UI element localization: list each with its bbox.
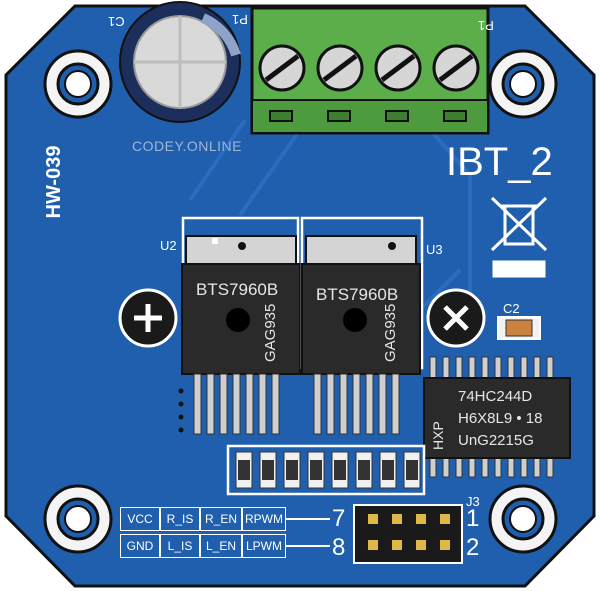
- pin-label-lpwm: LPWM: [242, 534, 286, 558]
- mount-hole-icon: [43, 484, 113, 554]
- pin-label-r-is: R_IS: [160, 507, 200, 531]
- pin-header-icon: [353, 504, 463, 564]
- mount-hole-icon: [488, 49, 558, 119]
- capacitor-c2-icon: [497, 316, 541, 340]
- mount-hole-icon: [488, 484, 558, 554]
- u3-designator: U3: [426, 242, 443, 257]
- capacitor-c1-icon: [119, 1, 241, 123]
- c2-designator: C2: [503, 301, 520, 316]
- p1-designator: P1: [232, 12, 248, 27]
- c1-designator: C1: [108, 14, 125, 29]
- pin-label-l-is: L_IS: [160, 534, 200, 558]
- u3-code-label: GAG935: [382, 303, 399, 362]
- u3-part-label: BTS7960B: [316, 285, 399, 304]
- pin-leader-top: [286, 518, 330, 520]
- pin-leader-bottom: [286, 545, 330, 547]
- screw-terminal-icon: [250, 6, 490, 135]
- j3-designator: J3: [466, 494, 480, 509]
- u3-chip-icon: [301, 235, 421, 435]
- logic-part-label: 74HC244D: [458, 388, 533, 405]
- pin-label-r-en: R_EN: [200, 507, 242, 531]
- logic-chip-icon: [423, 356, 571, 478]
- pin-label-vcc: VCC: [120, 507, 160, 531]
- pin-number-2: 2: [466, 534, 480, 561]
- p1-right-designator: P1: [478, 18, 494, 33]
- logic-lot-label: H6X8L9 • 18: [458, 410, 543, 427]
- u2-chip-icon: [181, 235, 301, 435]
- pin-label-gnd: GND: [120, 534, 160, 558]
- weee-bin-icon: [490, 196, 548, 278]
- pin-number-1: 1: [466, 505, 480, 532]
- u2-code-label: GAG935: [262, 303, 279, 362]
- pin-label-rpwm: RPWM: [242, 507, 286, 531]
- plus-screw-icon: [118, 288, 178, 348]
- watermark: CODEY.ONLINE: [132, 138, 242, 154]
- pin-number-8: 8: [332, 534, 346, 561]
- board-name-label: IBT_2: [446, 140, 553, 184]
- cross-screw-icon: [426, 288, 486, 348]
- u2-part-label: BTS7960B: [196, 280, 279, 299]
- pin-number-7: 7: [332, 505, 346, 532]
- pin-label-l-en: L_EN: [200, 534, 242, 558]
- u2-designator: U2: [160, 238, 177, 253]
- resistor-array-icon: [226, 444, 426, 496]
- logic-brand-label: HXP: [430, 421, 446, 450]
- logic-date-label: UnG2215G: [458, 432, 534, 449]
- mount-hole-icon: [43, 49, 113, 119]
- board-model-label: HW-039: [43, 145, 65, 219]
